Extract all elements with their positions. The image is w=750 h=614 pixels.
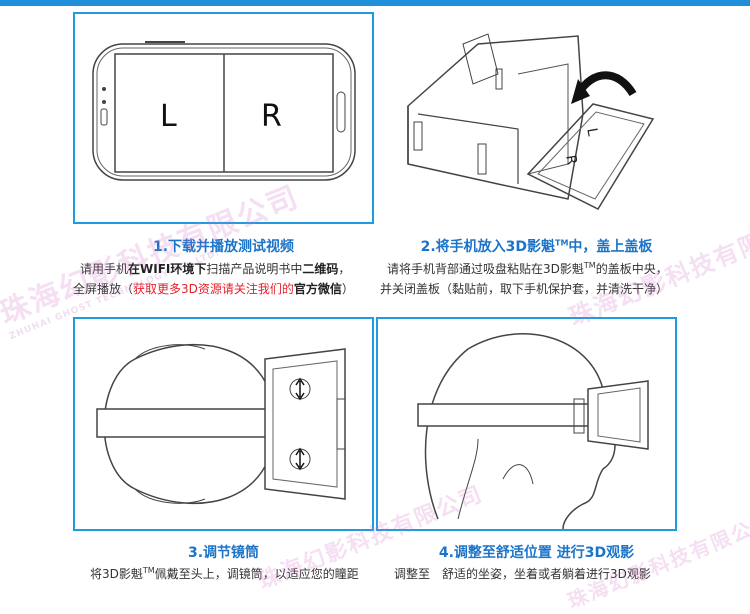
head-side-view-illustration [417,333,649,529]
step2-line1-b: 的盖板中央， [595,262,668,276]
step1-text-a: 请用手机 [80,262,129,276]
headset-open-illustration [407,33,655,210]
step1-text-qrcode: 二维码 [302,262,339,276]
step2-line1-tm: TM [583,261,596,270]
step1-line2-a: 全屏播放（ [73,282,134,296]
step1-text-c: 扫描产品说明书中 [206,262,303,276]
step1-line2-wechat: 官方微信 [293,282,342,296]
step3-line1-b: 佩戴至头上，调镜筒，以适应您的瞳距 [154,567,359,581]
step2-desc-line1: 请将手机背部通过吸盘粘贴在3D影魁TM的盖板中央， [387,260,668,277]
step2-line1-a: 请将手机背部通过吸盘粘贴在3D影魁 [387,262,584,276]
step2-desc-line2: 并关闭盖板（黏贴前，取下手机保护套，并清洗干净） [380,282,669,296]
head-top-view-illustration [96,343,346,505]
step1-desc-line1: 请用手机在WIFI环境下扫描产品说明书中二维码， [80,260,350,277]
step2-title: 2.将手机放入3D影魁TM中，盖上盖板 [349,236,724,256]
step3-illustration-panel [73,317,374,531]
step3-line1-tm: TM [142,566,155,575]
step2-title-b: 中，盖上盖板 [568,239,653,255]
step2-illustration-panel: L R [376,12,677,224]
step1-text-wifi: 在WIFI环境下 [128,262,207,276]
phone-illustration [92,41,356,181]
step4-title: 4.调整至舒适位置 进行3D观影 [438,545,635,561]
step2-title-a: 2.将手机放入3D影魁 [420,239,555,255]
step1-title: 1.下载并播放测试视频 [152,239,295,255]
step3-title: 3.调节镜筒 [187,545,260,561]
step3-line1-a: 将3D影魁 [90,567,143,581]
step2-title-tm: TM [555,238,569,248]
phone-label-left: L [160,99,177,134]
step4-desc-line1: 调整至 舒适的坐姿，坐着或者躺着进行3D观影 [394,567,651,581]
step1-illustration-panel: L R [73,12,374,224]
top-accent-line [0,0,750,6]
step1-line2-highlight: 获取更多3D资源请关注我们的 [133,282,294,296]
step1-desc-line2: 全屏播放（获取更多3D资源请关注我们的官方微信） [73,280,354,297]
step3-desc-line1: 将3D影魁TM佩戴至头上，调镜筒，以适应您的瞳距 [90,565,359,582]
step1-line2-d: ） [341,282,354,296]
step4-illustration-panel [376,317,677,531]
phone-label-right: R [261,99,282,134]
step1-text-e: ， [338,262,351,276]
